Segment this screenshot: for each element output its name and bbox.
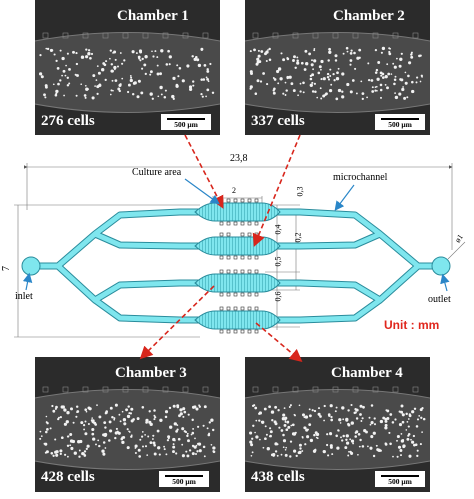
culture-chamber-2 [194, 236, 281, 256]
chamber-4-title: Chamber 4 [331, 365, 403, 381]
chamber-1-scale-label: 500 μm [174, 120, 198, 129]
dim-0-3-label: 0,3 [295, 186, 305, 197]
port-diameter-leader [447, 241, 466, 260]
chamber-4-cell-count: 438 cells [251, 469, 305, 485]
inlet-arrow [22, 272, 33, 291]
chamber-3-micrograph [35, 357, 220, 492]
chamber-2-scale-label: 500 μm [388, 120, 412, 129]
dim-0-4-label: 0,4 [273, 224, 283, 235]
chamber-1-cell-count: 276 cells [41, 113, 95, 129]
culture-chambers [194, 202, 281, 330]
chamber-1-micrograph [35, 0, 220, 135]
chamber-1-title: Chamber 1 [117, 8, 189, 24]
chamber-1-image: Chamber 1 276 cells 500 μm [35, 0, 220, 135]
outlet-arrow [440, 273, 450, 292]
chamber-4-micrograph [245, 357, 430, 492]
height-dimension [14, 204, 200, 338]
channel-network-fill [40, 209, 432, 323]
inlet-port [21, 256, 41, 276]
chamber-3-scale-label: 500 μm [172, 477, 196, 486]
chamber-3-cell-count: 428 cells [41, 469, 95, 485]
chamber-4-scale-label: 500 μm [388, 477, 412, 486]
chamber-2-cell-count: 337 cells [251, 113, 305, 129]
microchannel-label: microchannel [333, 172, 388, 183]
chamber-1-scale-bar: 500 μm [161, 114, 211, 130]
culture-chamber-1 [194, 202, 281, 222]
dim-0-6-label: 0,6 [273, 291, 283, 302]
unit-label: Unit : mm [384, 318, 440, 332]
chamber-3-image: Chamber 3 428 cells 500 μm [35, 357, 220, 492]
chamber-3-scale-bar: 500 μm [159, 471, 209, 487]
culture-chamber-4 [194, 310, 281, 330]
chamber-2-micrograph [245, 0, 430, 135]
overall-width-dimension [24, 163, 453, 250]
outlet-label: outlet [428, 294, 451, 305]
culture-chamber-3 [194, 273, 281, 293]
dim-0-2-label: 0,2 [293, 232, 303, 243]
chamber-link-arrows [139, 134, 303, 363]
chamber-4-scale-bar: 500 μm [375, 471, 425, 487]
culture-area-arrow [184, 178, 220, 205]
microchannel-arrow [334, 184, 355, 211]
inlet-label: inlet [15, 291, 33, 302]
chamber-2-title: Chamber 2 [333, 8, 405, 24]
chamber-4-image: Chamber 4 438 cells 500 μm [245, 357, 430, 492]
culture-area-label: Culture area [132, 167, 182, 178]
height-label: 7 [1, 266, 12, 271]
chamber-2-scale-bar: 500 μm [375, 114, 425, 130]
overall-width-label: 23,8 [230, 153, 248, 164]
chamber-2-image: Chamber 2 337 cells 500 μm [245, 0, 430, 135]
chamber-width-label: 2 [232, 186, 236, 195]
chamber-3-title: Chamber 3 [115, 365, 187, 381]
dim-0-5-label: 0,5 [273, 256, 283, 267]
outlet-port [431, 256, 451, 276]
